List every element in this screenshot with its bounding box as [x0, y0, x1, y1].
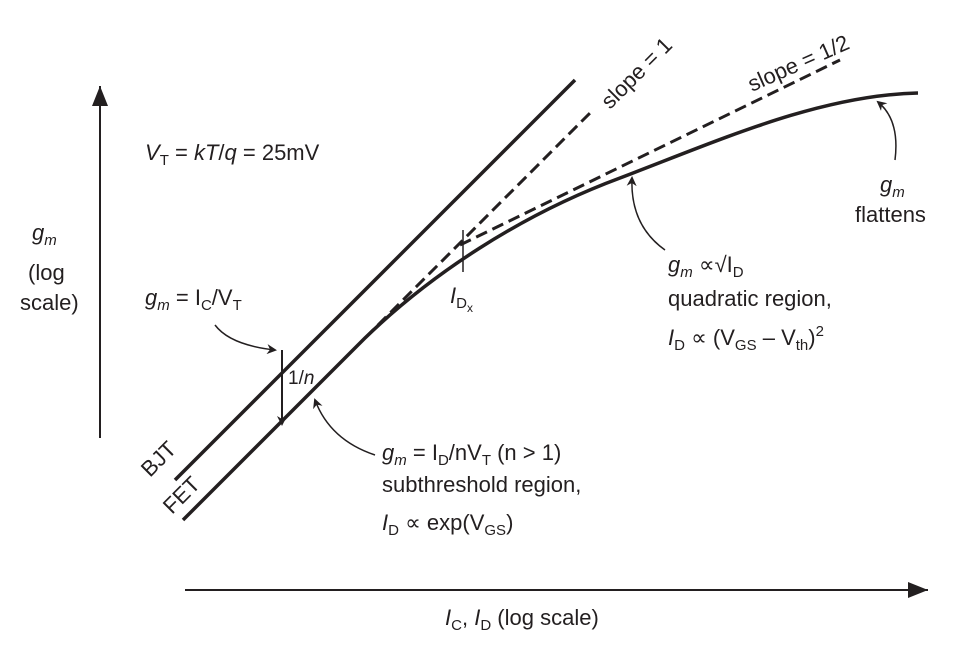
- fet-label: FET: [158, 471, 205, 518]
- idx-label: IDx: [450, 283, 473, 315]
- quadratic-equation: gm ∝√ID: [668, 252, 744, 281]
- quadratic-pointer: [626, 176, 666, 251]
- fet-curve: [181, 91, 919, 522]
- quadratic-relation: ID ∝ (VGS – Vth)2: [668, 323, 824, 354]
- y-axis-label: gm: [32, 220, 57, 249]
- bjt-eq-pointer: [214, 324, 277, 355]
- flattens-pointer: [876, 100, 897, 161]
- subthreshold-pointer: [313, 398, 376, 456]
- bjt-line: [173, 78, 577, 482]
- slope-half-dashed-line: [459, 58, 841, 247]
- subthreshold-equation: gm = ID/nVT (n > 1): [382, 440, 561, 469]
- subthreshold-label: subthreshold region,: [382, 472, 581, 497]
- bjt-gm-equation: gm = IC/VT: [145, 285, 242, 314]
- y-axis-note-2: scale): [20, 290, 79, 315]
- quadratic-label: quadratic region,: [668, 286, 832, 311]
- flattens-label: flattens: [855, 202, 926, 227]
- slope-1-dashed-line: [363, 111, 592, 340]
- ratio-label: 1/n: [288, 368, 314, 389]
- y-axis-note-1: (log: [28, 260, 65, 285]
- vt-equation: VT = kT/q = 25mV: [145, 140, 320, 169]
- bjt-label: BJT: [136, 436, 181, 481]
- subthreshold-relation: ID ∝ exp(VGS): [382, 510, 513, 539]
- x-axis-label: IC, ID (log scale): [445, 605, 599, 634]
- flattens-gm: gm: [880, 172, 905, 201]
- slope-1-label: slope = 1: [596, 32, 677, 113]
